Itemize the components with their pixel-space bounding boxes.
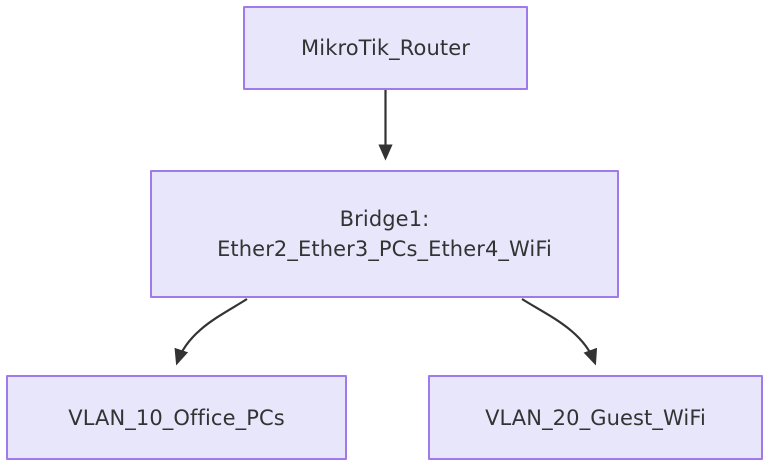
edge-bridge-to-vlan10 <box>174 298 248 366</box>
node-label-bridge: Bridge1: Ether2_Ether3_PCs_Ether4_WiFi <box>217 207 552 261</box>
edge-bridge-to-vlan20 <box>521 298 598 366</box>
node-mikrotik-router[interactable]: MikroTik_Router <box>243 6 528 90</box>
node-label-router: MikroTik_Router <box>301 36 470 60</box>
node-label-vlan20: VLAN_20_Guest_WiFi <box>485 405 706 430</box>
node-bridge1[interactable]: Bridge1: Ether2_Ether3_PCs_Ether4_WiFi <box>150 170 619 298</box>
node-vlan-10-office-pcs[interactable]: VLAN_10_Office_PCs <box>6 375 347 460</box>
node-label-vlan10: VLAN_10_Office_PCs <box>68 405 285 430</box>
node-vlan-20-guest-wifi[interactable]: VLAN_20_Guest_WiFi <box>428 375 763 460</box>
